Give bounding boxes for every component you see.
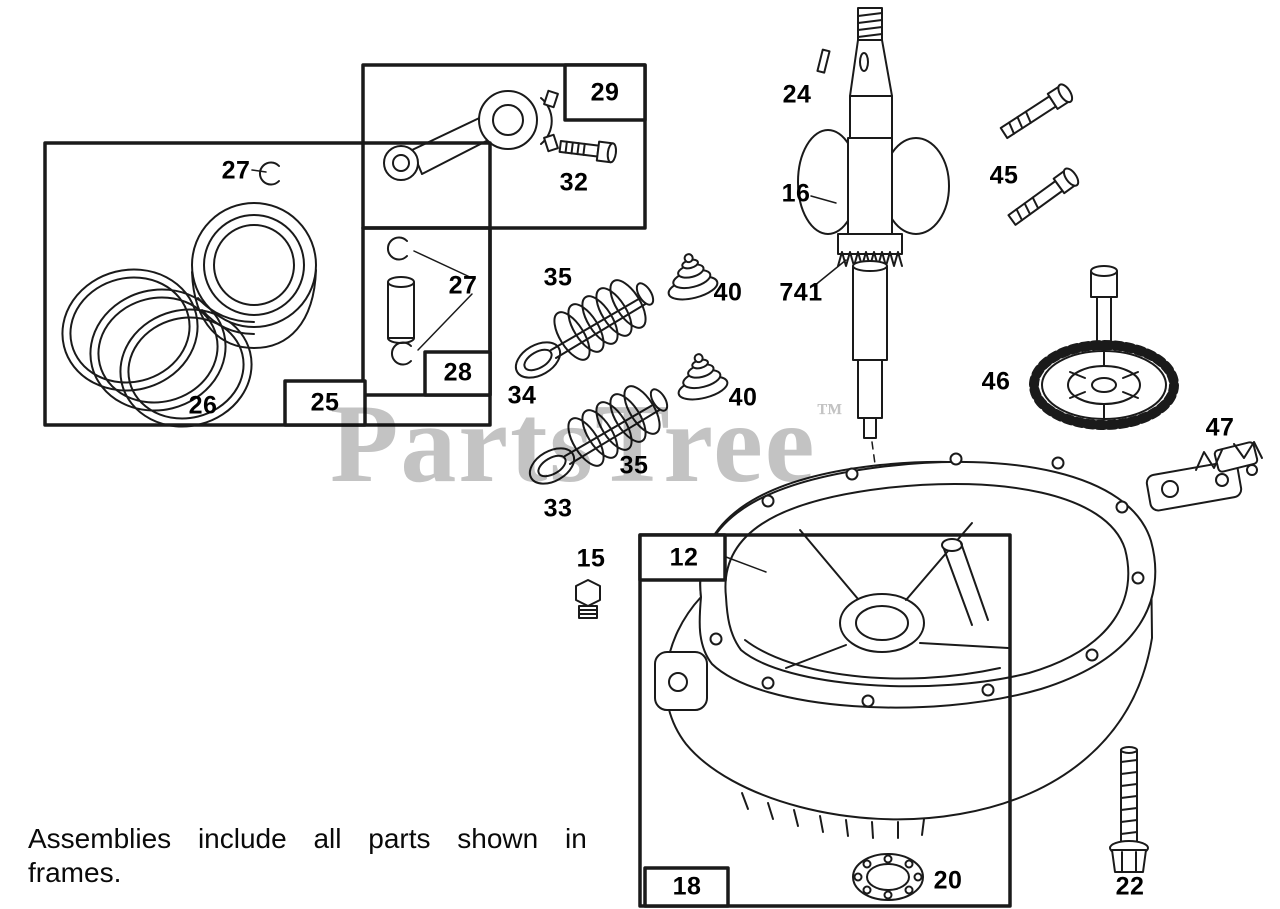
governor-assembly-drawing — [1145, 441, 1263, 512]
part-label-47: 47 — [1205, 413, 1235, 442]
part-label-22: 22 — [1115, 872, 1145, 901]
part-label-40-upper: 40 — [713, 278, 743, 307]
frame-box-18 — [643, 866, 730, 908]
frame-box-12 — [638, 533, 727, 582]
part-label-35-lower: 35 — [619, 451, 649, 480]
sump-bolt-drawing — [1109, 746, 1149, 873]
part-label-741: 741 — [779, 278, 823, 307]
part-label-18: 18 — [672, 872, 702, 901]
part-label-40-lower: 40 — [728, 383, 758, 412]
part-label-34: 34 — [507, 381, 537, 410]
oil-plug-drawing — [575, 579, 601, 619]
part-label-32: 32 — [559, 168, 589, 197]
part-label-46: 46 — [981, 367, 1011, 396]
part-label-27-top: 27 — [221, 156, 251, 185]
part-label-15: 15 — [576, 544, 606, 573]
camshaft-gear-drawing — [1029, 265, 1179, 430]
part-label-24: 24 — [782, 80, 812, 109]
part-label-33: 33 — [543, 494, 573, 523]
watermark-text: PartsTree — [330, 382, 817, 506]
part-label-35-upper: 35 — [543, 263, 573, 292]
frame-box-25 — [283, 379, 367, 427]
connecting-rod-drawing — [383, 89, 559, 181]
assemblies-note-line1: Assemblies include all parts shown in — [28, 823, 587, 854]
crankshaft-drawing — [797, 7, 950, 439]
part-label-12: 12 — [669, 543, 699, 572]
assembly-frames — [43, 63, 1012, 908]
part-label-28: 28 — [443, 358, 473, 387]
part-label-16: 16 — [781, 179, 811, 208]
part-label-45: 45 — [989, 161, 1019, 190]
tappet-cap-40a-drawing — [659, 247, 721, 305]
part-label-29: 29 — [590, 78, 620, 107]
part-label-20: 20 — [933, 866, 963, 895]
frame-box-29 — [563, 63, 647, 122]
trademark-icon: ™ — [816, 398, 843, 427]
piston-drawing — [191, 202, 317, 349]
crankshaft-key-drawing — [816, 48, 831, 74]
watermark: PartsTree™ — [330, 388, 843, 500]
part-label-27-mid: 27 — [448, 271, 478, 300]
valve-34-spring-35-drawing — [508, 273, 658, 386]
wrist-pin-drawing — [387, 276, 415, 344]
part-label-26: 26 — [188, 391, 218, 420]
rod-bolt-drawing — [558, 139, 617, 164]
bolt-45a-drawing — [997, 81, 1076, 143]
oil-sump-drawing — [654, 452, 1157, 839]
frame-box-28 — [423, 350, 492, 397]
assemblies-note: Assemblies include all parts shown in fr… — [28, 822, 587, 889]
bearing-seal-drawing — [852, 853, 924, 901]
leader-lines — [251, 169, 847, 573]
assemblies-note-line2: frames. — [28, 856, 122, 888]
part-label-25: 25 — [310, 388, 340, 417]
alignment-dashed-line — [871, 441, 879, 487]
